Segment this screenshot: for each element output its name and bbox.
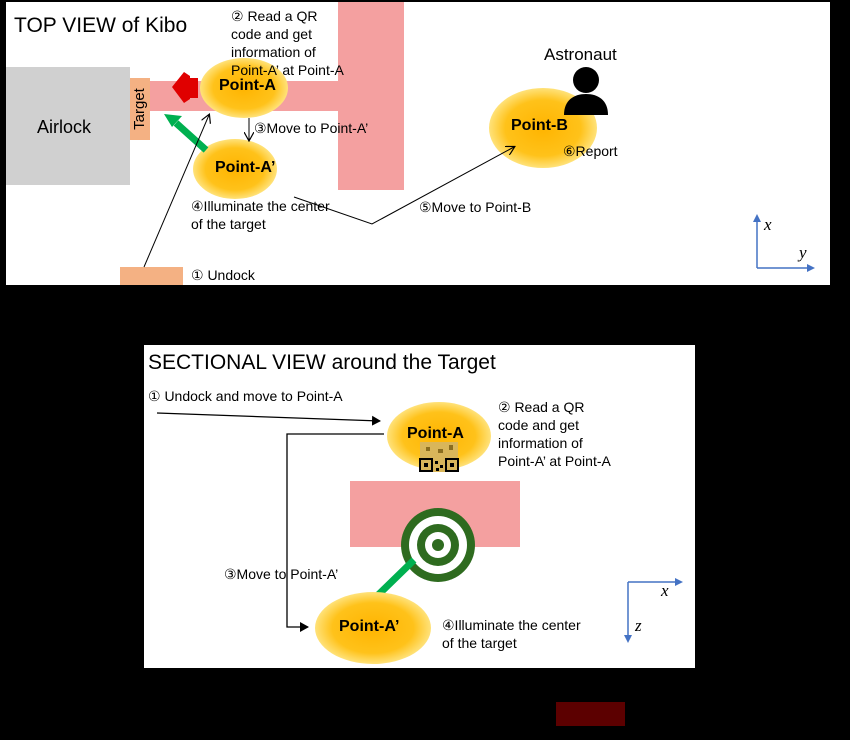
step1-label: ① Undock xyxy=(191,267,255,283)
sec-axis-z-label: z xyxy=(635,616,642,635)
point-a-ellipse xyxy=(200,58,288,118)
sectional-view-drawing xyxy=(156,402,683,664)
point-a-label: Point-A xyxy=(219,77,276,94)
sec-step2-line-4: Point-A’ at Point-A xyxy=(498,453,611,469)
top-view-title: TOP VIEW of Kibo xyxy=(14,14,188,37)
point-a-ellipse-section xyxy=(387,402,491,470)
laser-beam-head xyxy=(164,114,182,127)
target-block xyxy=(130,78,150,140)
top-view-drawing xyxy=(6,2,815,285)
point-a-prime-ellipse-section xyxy=(315,592,431,664)
point-b-label: Point-B xyxy=(511,117,568,134)
astronaut-label: Astronaut xyxy=(544,45,617,64)
step2-line-3: information of xyxy=(231,44,316,60)
axis-x-label: x xyxy=(764,215,772,234)
sectional-view-title: SECTIONAL VIEW around the Target xyxy=(148,351,496,374)
sec-step2-line-2: code and get xyxy=(498,417,579,433)
point-a-prime-label: Point-A’ xyxy=(215,159,276,176)
step3-label: ③Move to Point-A’ xyxy=(254,120,369,136)
sec-step2-line-3: information of xyxy=(498,435,583,451)
arrow-undock-section xyxy=(156,412,381,426)
sec-step4-line-2: of the target xyxy=(442,635,517,651)
module-vertical xyxy=(338,2,404,190)
bullseye-target xyxy=(401,508,475,582)
arrow-undock xyxy=(143,115,209,268)
point-a-prime-ellipse xyxy=(193,139,277,199)
sectional-view-panel: SECTIONAL VIEW around the Target ① Undoc… xyxy=(144,345,695,668)
step2-line-2: code and get xyxy=(231,26,312,42)
robot-icon xyxy=(172,72,198,103)
axes-xy xyxy=(753,214,815,272)
target-label: Target xyxy=(131,88,148,130)
sec-axis-x-label: x xyxy=(661,581,669,600)
sec-step4-line-1: ④Illuminate the center xyxy=(442,617,581,633)
airlock-label: Airlock xyxy=(37,117,92,137)
laser-beam xyxy=(173,120,209,153)
dock-start-block xyxy=(120,267,183,285)
axis-y-label: y xyxy=(799,243,807,262)
footer-block xyxy=(556,702,625,726)
step2-line-1: ② Read a QR xyxy=(231,8,318,24)
step2-line-4: Point-A’ at Point-A xyxy=(231,62,344,78)
qr-code-icon xyxy=(419,442,459,472)
astronaut-icon xyxy=(564,67,608,115)
sec-step2-line-1: ② Read a QR xyxy=(498,399,585,415)
airlock-block xyxy=(6,67,130,185)
laser-beam-section xyxy=(373,557,417,600)
sec-point-a-label: Point-A xyxy=(407,425,464,442)
axes-xz xyxy=(624,578,683,643)
step4-line-2: of the target xyxy=(191,216,266,232)
sec-step3-label: ③Move to Point-A’ xyxy=(224,566,339,582)
step5-label: ⑤Move to Point-B xyxy=(419,199,532,215)
step6-label: ⑥Report xyxy=(563,143,618,159)
arrow-to-b xyxy=(293,147,514,225)
top-view-panel: TOP VIEW of Kibo Airlock Target Point-A … xyxy=(6,2,830,285)
step4-line-1: ④Illuminate the center xyxy=(191,198,330,214)
sec-step1-label: ① Undock and move to Point-A xyxy=(148,388,343,404)
arrow-to-a-prime-section xyxy=(286,433,384,632)
sec-point-a-prime-label: Point-A’ xyxy=(339,618,400,635)
